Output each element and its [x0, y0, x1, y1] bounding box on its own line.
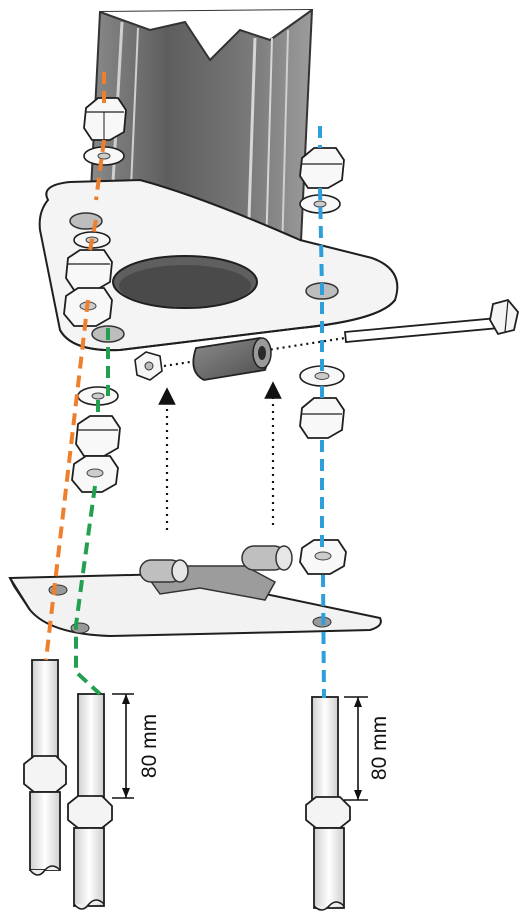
- small-hex-nut: [134, 351, 163, 381]
- orange-guide-line: [44, 72, 106, 661]
- green-guide-line: [74, 328, 110, 696]
- threaded-rod-center: [67, 693, 113, 910]
- threaded-rod-left: [23, 659, 67, 876]
- blue-guide-line: [318, 126, 326, 699]
- hex-nut: [71, 455, 119, 493]
- spacer-tube: [192, 337, 272, 381]
- threaded-rod-right: [305, 696, 351, 911]
- hex-nut: [65, 249, 113, 291]
- dimension-label-right: 80 mm: [368, 716, 391, 780]
- top-mounting-plate: [38, 178, 399, 352]
- dimension-left: 80 mm: [112, 693, 161, 799]
- dimension-label-left: 80 mm: [138, 714, 161, 778]
- long-bolt: [344, 298, 519, 343]
- hex-nut: [75, 415, 121, 457]
- hex-nut: [299, 397, 345, 439]
- hex-nut: [83, 97, 127, 141]
- hex-nut: [299, 147, 345, 189]
- bottom-mounting-plate: [8, 545, 382, 638]
- dimension-right: 80 mm: [344, 696, 391, 801]
